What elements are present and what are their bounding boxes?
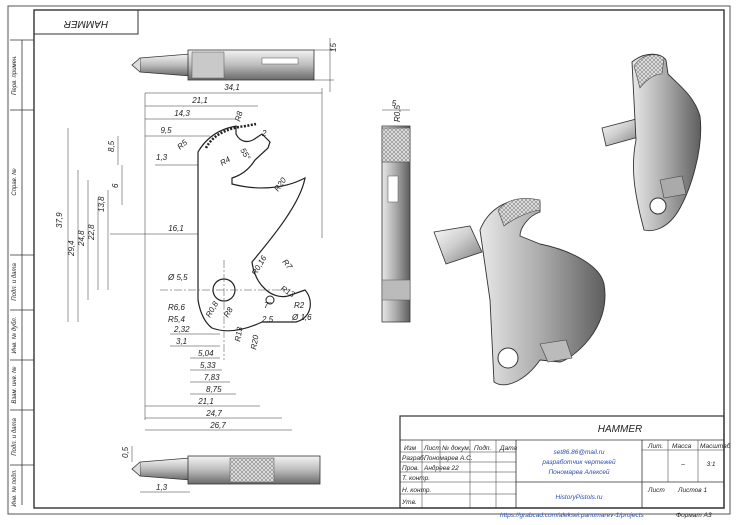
dim-b7: 21,1 [197, 397, 214, 406]
tb-mass-value: – [680, 461, 685, 468]
dim-r14: R2 [294, 301, 305, 310]
tb-row-0-name: Пономарев А.С. [424, 455, 473, 462]
dim-v2: 29,4 [67, 240, 76, 257]
side-label-2: Подп. и дата [12, 263, 18, 301]
side-label-6: Инв. № подл. [11, 469, 18, 506]
tb-author-1: разработчик чертежей [541, 458, 616, 466]
tb-col-3: Подп. [474, 444, 491, 452]
dim-v5: 13,8 [97, 196, 106, 212]
top-view: 15 [131, 38, 338, 92]
top-stamp-box [33, 9, 139, 35]
dim-d2: 14,3 [174, 109, 190, 118]
format-label: Формат А3 [676, 512, 712, 519]
dim-r7: R5,4 [168, 315, 185, 324]
dim-b1: 2,32 [173, 325, 190, 334]
dim-top-width: 34,1 [224, 83, 240, 92]
dim-r1: R5 [176, 138, 190, 152]
dim-hole: Ø 5,5 [167, 273, 188, 282]
dim-r6: R6,6 [168, 303, 185, 312]
tb-sheets-label: Листов 1 [677, 487, 707, 494]
dim-v1: 37,9 [55, 212, 64, 228]
dim-bot-h: 0,5 [121, 446, 130, 458]
side-view: 5 R0,5 [381, 99, 411, 323]
dim-b9: 26,7 [209, 421, 226, 430]
side-label-0: Перв. примен. [12, 55, 18, 95]
dim-d16: Ø 1,6 [291, 313, 312, 322]
tb-mass-label: Масса [672, 443, 692, 450]
tb-row-1-label: Пров. [402, 465, 419, 472]
tb-email: set86.86@mail.ru [553, 449, 604, 456]
tb-sheet-label: Лист [647, 487, 665, 494]
iso-view-large [433, 198, 606, 386]
dim-side-w: 5 [392, 99, 397, 108]
dim-d18: 7° [264, 301, 272, 310]
dim-b4: 5,33 [200, 361, 216, 370]
side-label-4: Взам. инв. № [11, 366, 18, 404]
front-view: 34,1 21,1 14,3 9,5 1,3 8,5 6 R5 R4 R8 55… [55, 83, 323, 431]
source-url: https://grabcad.com/aleksei.panomarev-1/… [500, 512, 645, 519]
tb-col-4: Дата [499, 445, 518, 452]
tb-col-0: Изм [404, 445, 417, 452]
tb-scale-value: 3:1 [706, 461, 715, 468]
dim-side-r: R0,5 [393, 105, 402, 122]
dim-v4: 22,8 [87, 224, 96, 241]
tb-website: HistoryPistols.ru [556, 494, 603, 501]
dim-b2: 3,1 [176, 337, 187, 346]
dim-d17: 2,5 [261, 315, 274, 324]
knurl-edge [204, 122, 257, 149]
dim-r10: R13 [233, 326, 245, 343]
side-label-1: Справ. № [11, 168, 18, 196]
iso-view-small [601, 53, 702, 231]
dim-r12: R7 [280, 258, 294, 272]
tb-scale-label: Масштаб [700, 442, 731, 450]
outer-border [7, 5, 731, 515]
tb-row-3-label: Н. контр. [402, 487, 432, 494]
dim-h2: 6 [111, 183, 120, 188]
dim-b6: 8,75 [206, 385, 222, 394]
dim-b8: 24,7 [205, 409, 222, 418]
dim-bot-w: 1,3 [156, 483, 168, 492]
tb-col-1: Лист [423, 445, 441, 452]
dim-r11: R20 [249, 334, 261, 351]
dim-bore: 16,1 [168, 224, 184, 233]
dim-d5: 2 [261, 129, 267, 138]
dim-d1: 21,1 [191, 96, 208, 105]
side-strip: Перв. примен. Справ. № Подп. и дата Инв.… [10, 39, 34, 507]
tb-row-4-label: Утв. [401, 499, 417, 506]
tb-col-2: № докум. [442, 444, 471, 452]
dim-b5: 7,83 [204, 373, 220, 382]
dim-b3: 5,04 [198, 349, 214, 358]
top-stamp-title: HAMMER [64, 18, 108, 29]
title-block: HAMMER Изм Лист № докум. Подп. Дата Разр… [399, 415, 731, 509]
dim-r3: R8 [233, 110, 244, 123]
side-label-5: Подп. и дата [12, 418, 18, 456]
dim-v3: 24,8 [77, 230, 86, 247]
tb-lit-label: Лит. [647, 443, 663, 450]
dim-d3: 9,5 [160, 126, 172, 135]
tb-name: HAMMER [598, 424, 642, 435]
side-label-3: Инв. № дубл. [11, 317, 18, 354]
tb-row-0-label: Разраб. [402, 454, 426, 462]
dim-top-h: 15 [329, 43, 338, 52]
tb-author-2: Пономарев Алексей [548, 468, 609, 476]
dim-h1: 8,5 [107, 140, 116, 152]
bottom-view: 0,5 1,3 [121, 446, 321, 493]
small-hole [265, 295, 275, 305]
tb-row-2-label: Т. контр. [402, 475, 430, 482]
tb-row-1-name: Андреев 22 [423, 464, 459, 472]
dim-d4: 1,3 [156, 153, 168, 162]
drawing-frame [33, 9, 725, 509]
